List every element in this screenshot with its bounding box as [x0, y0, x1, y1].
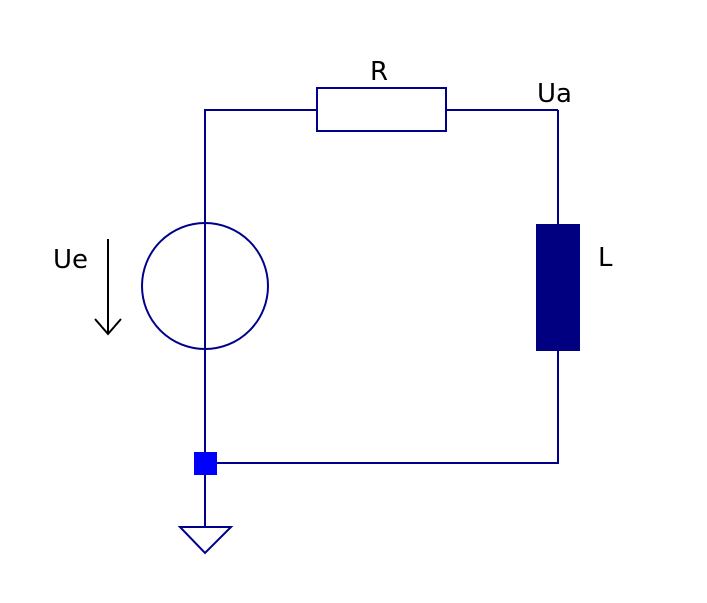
resistor-label: R — [370, 57, 388, 87]
output-voltage-label: Ua — [537, 79, 572, 109]
junction-node — [194, 452, 217, 475]
inductor — [536, 224, 580, 351]
voltage-source — [141, 222, 269, 350]
wire-top-left — [204, 109, 317, 222]
arrow-down-icon — [94, 239, 122, 336]
inductor-label: L — [598, 243, 613, 273]
resistor — [316, 87, 447, 132]
wire-right-lower — [205, 351, 559, 464]
ground-icon — [177, 526, 234, 555]
input-voltage-label: Ue — [53, 245, 88, 275]
wires — [204, 109, 559, 527]
